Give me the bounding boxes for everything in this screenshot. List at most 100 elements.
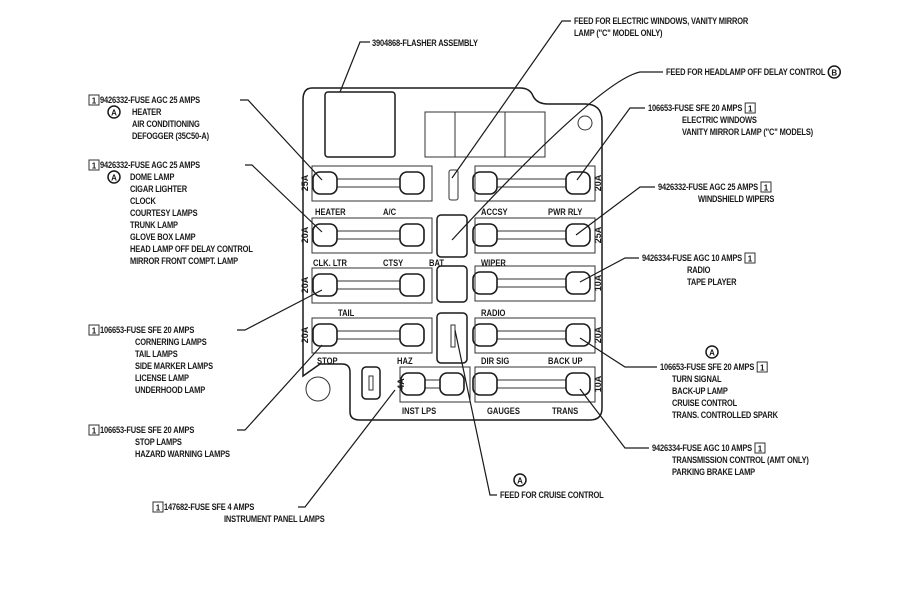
fuse-box-label: TRANS <box>552 405 578 416</box>
right_fuse_2-leader-line <box>575 186 655 236</box>
fuse-left-1[interactable] <box>312 171 425 195</box>
note-a-icon: A <box>705 345 719 359</box>
fuse-cap <box>399 223 425 247</box>
svg-text:1: 1 <box>92 162 97 171</box>
fuse-right-5[interactable] <box>472 372 591 396</box>
right_fuse_1-line-1: 106653-FUSE SFE 20 AMPS <box>648 102 743 113</box>
svg-text:1: 1 <box>758 445 763 454</box>
fuse-box-label: CLK. LTR <box>313 257 348 268</box>
fuse-box-label: A/C <box>383 206 396 217</box>
note-a-icon: A <box>107 170 121 184</box>
right_fuse_4-line-1: 106653-FUSE SFE 20 AMPS <box>660 361 755 372</box>
svg-text:1: 1 <box>92 97 97 106</box>
footnote-box-icon: 1 <box>756 361 768 373</box>
fuse-cap <box>399 323 425 347</box>
fuse-box-label: RADIO <box>481 307 506 318</box>
fuse-right-1[interactable] <box>472 171 591 195</box>
left_fuse_1-line-4: DEFOGGER (35C50-A) <box>132 130 209 141</box>
rating-label: 20A <box>593 326 603 343</box>
svg-text:1: 1 <box>156 504 161 513</box>
connector-block <box>424 111 546 158</box>
left_fuse_2-line-3: CIGAR LIGHTER <box>130 183 188 194</box>
right_fuse_3-line-3: TAPE PLAYER <box>687 276 737 287</box>
terminal-feed-windows <box>448 169 459 201</box>
feed_windows-leader-line <box>451 20 571 179</box>
right_fuse_1-leader-line <box>576 107 645 181</box>
fuse-cap <box>399 171 425 195</box>
fuse-left-4[interactable] <box>312 323 425 347</box>
feed_headlamp-leader-line <box>451 71 663 241</box>
fuse-box-label: HAZ <box>397 355 413 366</box>
footnote-box-icon: 1 <box>754 442 766 454</box>
left_fuse_2-line-8: HEAD LAMP OFF DELAY CONTROL <box>130 243 253 254</box>
fuse-right-2[interactable] <box>472 223 591 247</box>
left_fuse_2-line-4: CLOCK <box>130 195 157 206</box>
note-b-icon: B <box>827 65 842 79</box>
svg-text:1: 1 <box>92 427 97 436</box>
rating-label: 25A <box>300 174 310 191</box>
right_fuse_1-line-2: ELECTRIC WINDOWS <box>682 114 757 125</box>
svg-text:1: 1 <box>760 364 765 373</box>
fuse-cap <box>565 171 591 195</box>
feed_windows-line-1: FEED FOR ELECTRIC WINDOWS, VANITY MIRROR <box>574 15 749 26</box>
svg-text:1: 1 <box>748 105 753 114</box>
fuse-cap <box>399 273 425 297</box>
fuse-box-label: HEATER <box>315 206 346 217</box>
right_fuse_2-line-1: 9426332-FUSE AGC 25 AMPS <box>658 181 758 192</box>
right_fuse_4-leader-line <box>579 337 657 368</box>
fuse-cap <box>472 323 498 347</box>
svg-text:A: A <box>517 477 523 486</box>
svg-text:1: 1 <box>92 327 97 336</box>
right_fuse_3-line-2: RADIO <box>687 264 711 275</box>
fuse-left-2[interactable] <box>312 223 425 247</box>
fuse-left-3[interactable] <box>312 273 425 297</box>
left_fuse_1-leader-line <box>240 99 323 181</box>
left_fuse_1-line-1: 9426332-FUSE AGC 25 AMPS <box>100 94 200 105</box>
right_fuse_5-line-1: 9426334-FUSE AGC 10 AMPS <box>652 442 752 453</box>
right_fuse_2-line-2: WINDSHIELD WIPERS <box>698 193 775 204</box>
footnote-box-icon: 1 <box>152 501 164 513</box>
feed_cruise-line-1: FEED FOR CRUISE CONTROL <box>500 489 604 500</box>
flasher-line-1: 3904868-FLASHER ASSEMBLY <box>372 37 478 48</box>
left_fuse_2-leader-line <box>245 164 323 233</box>
rating-label: 4A <box>396 378 406 390</box>
terminal-block-center <box>436 265 468 303</box>
rating-label: 25A <box>593 226 603 243</box>
left_fuse_4-leader-line <box>237 344 323 431</box>
rating-label: 10A <box>593 274 603 291</box>
svg-text:1: 1 <box>748 255 753 264</box>
left_fuse_1-line-3: AIR CONDITIONING <box>132 118 200 129</box>
left_fuse_4-line-2: STOP LAMPS <box>135 436 182 447</box>
fuse-box-label: STOP <box>317 355 338 366</box>
fuse-cap <box>472 372 498 396</box>
left_fuse_3-line-6: UNDERHOOD LAMP <box>135 384 205 395</box>
left_fuse_4-line-3: HAZARD WARNING LAMPS <box>135 448 230 459</box>
left_fuse_2-line-7: GLOVE BOX LAMP <box>130 231 196 242</box>
right_fuse_4-line-3: BACK-UP LAMP <box>672 385 728 396</box>
flasher-assembly <box>324 91 396 158</box>
fuse-cap <box>472 223 498 247</box>
right_fuse_4-line-5: TRANS. CONTROLLED SPARK <box>672 409 779 420</box>
feed_windows-line-2: LAMP ("C" MODEL ONLY) <box>574 27 663 38</box>
footnote-box-icon: 1 <box>88 159 100 171</box>
footnote-box-icon: 1 <box>88 424 100 436</box>
left_fuse_2-line-5: COURTESY LAMPS <box>130 207 198 218</box>
svg-text:B: B <box>831 69 837 78</box>
svg-text:1: 1 <box>764 184 769 193</box>
note-a-icon: A <box>513 473 527 487</box>
fuse-box-label: CTSY <box>383 257 403 268</box>
left_fuse_3-leader-line <box>237 289 323 331</box>
fuse-right-4[interactable] <box>472 323 591 347</box>
fuse-right-3[interactable] <box>472 271 591 295</box>
feed_headlamp-line-1: FEED FOR HEADLAMP OFF DELAY CONTROL <box>666 66 825 77</box>
left_fuse_3-line-4: SIDE MARKER LAMPS <box>135 360 213 371</box>
flasher-leader-line <box>339 41 370 93</box>
left_fuse_3-line-1: 106653-FUSE SFE 20 AMPS <box>100 324 195 335</box>
fuse-inst-lps[interactable] <box>400 372 465 396</box>
right_fuse_5-leader-line <box>579 388 649 449</box>
left_fuse_3-line-3: TAIL LAMPS <box>135 348 178 359</box>
fuse-cap <box>565 271 591 295</box>
fuse-cap <box>472 171 498 195</box>
fuse-box-label: WIPER <box>481 257 507 268</box>
